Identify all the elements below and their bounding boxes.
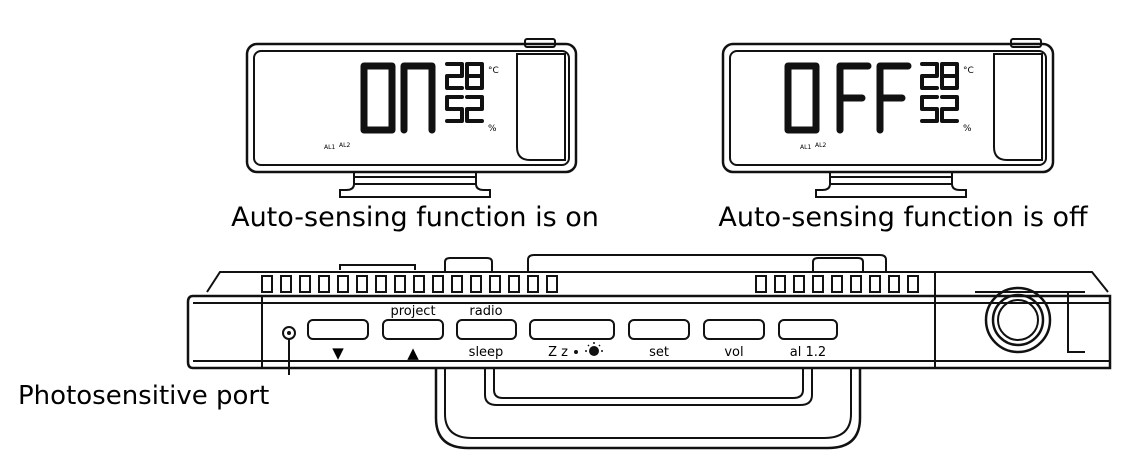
clock-off-bezel — [729, 50, 1047, 166]
button-down[interactable]: ▼ — [307, 319, 369, 362]
clock-off-alarm1: AL1 — [800, 144, 811, 151]
clock-on-stand — [339, 172, 491, 198]
clock-on-bezel — [253, 50, 570, 166]
back-tab-left — [444, 257, 493, 272]
clock-off-humidity-unit: % — [963, 124, 972, 134]
clock-on-humidity-digits — [445, 95, 484, 123]
alarm-label: al 1.2 — [790, 345, 826, 360]
vol-label: vol — [724, 345, 743, 360]
clock-off-projector-lens — [993, 53, 1043, 161]
project-label: project — [390, 304, 435, 319]
clock-on: AL1 AL2 °C % Auto-sensing function is on — [231, 38, 599, 233]
caption-on: Auto-sensing function is on — [231, 202, 599, 233]
back-stand-cutout-inner — [493, 368, 804, 399]
sleep-label: sleep — [469, 345, 504, 360]
clock-on-humidity-unit: % — [488, 124, 497, 134]
back-stand-cutout — [484, 368, 813, 406]
clock-off-alarm2: AL2 — [815, 142, 826, 149]
back-body — [186, 294, 1112, 370]
down-arrow-icon: ▼ — [332, 344, 344, 362]
clock-off-stand-bar — [829, 176, 953, 185]
clock-on-projector-lens — [516, 53, 566, 161]
clock-on-alarm2: AL2 — [339, 142, 350, 149]
radio-label: radio — [469, 304, 502, 319]
button-vol[interactable]: vol — [703, 319, 765, 360]
up-arrow-icon: ▲ — [407, 344, 419, 362]
projector-lens-ring-inner — [991, 293, 1045, 347]
back-top-edge-right — [935, 271, 1109, 293]
separator-dot-icon — [574, 350, 578, 354]
clock-on-temp-unit: °C — [488, 66, 499, 76]
clock-off-temperature-digits — [920, 62, 959, 90]
back-tab-right — [812, 257, 864, 272]
button-radio-sleep[interactable]: radio sleep — [456, 304, 517, 360]
clock-on-body — [245, 42, 578, 174]
clock-on-alarm1: AL1 — [324, 144, 335, 151]
clock-on-temperature-digits — [445, 62, 484, 90]
button-snooze-dimmer[interactable]: Z z — [529, 319, 615, 360]
clock-off-temp-unit: °C — [963, 66, 974, 76]
back-top-edge — [206, 271, 936, 293]
clock-off-stand — [815, 172, 967, 198]
set-label: set — [649, 345, 669, 360]
clock-on-big-digits — [360, 62, 436, 134]
back-tab-center — [527, 254, 887, 272]
button-set[interactable]: set — [628, 319, 690, 360]
button-project-up[interactable]: project ▲ — [382, 304, 444, 362]
back-vents — [261, 275, 919, 293]
clock-off-humidity-digits — [920, 95, 959, 123]
back-tab-small — [339, 264, 416, 270]
clock-on-stand-bar — [353, 176, 477, 185]
button-alarm[interactable]: al 1.2 — [778, 319, 838, 360]
back-stand-outer — [434, 368, 862, 450]
projector-lens-ring — [984, 286, 1052, 354]
projector-lens-glass — [997, 299, 1039, 341]
back-stand-inner — [444, 368, 852, 439]
clock-off-body — [721, 42, 1055, 174]
caption-off: Auto-sensing function is off — [718, 202, 1089, 233]
dimmer-bulb-icon — [585, 342, 603, 356]
projector-housing — [975, 291, 1085, 353]
clock-off-big-digits — [784, 62, 912, 134]
snooze-label: Z z — [548, 345, 568, 360]
clock-off: AL1 AL2 °C % Auto-sensing function is of… — [718, 38, 1089, 233]
photosensitive-port-label: Photosensitive port — [18, 381, 269, 411]
clock-back-view: Photosensitive port ▼ project ▲ radio sl… — [18, 254, 1112, 450]
